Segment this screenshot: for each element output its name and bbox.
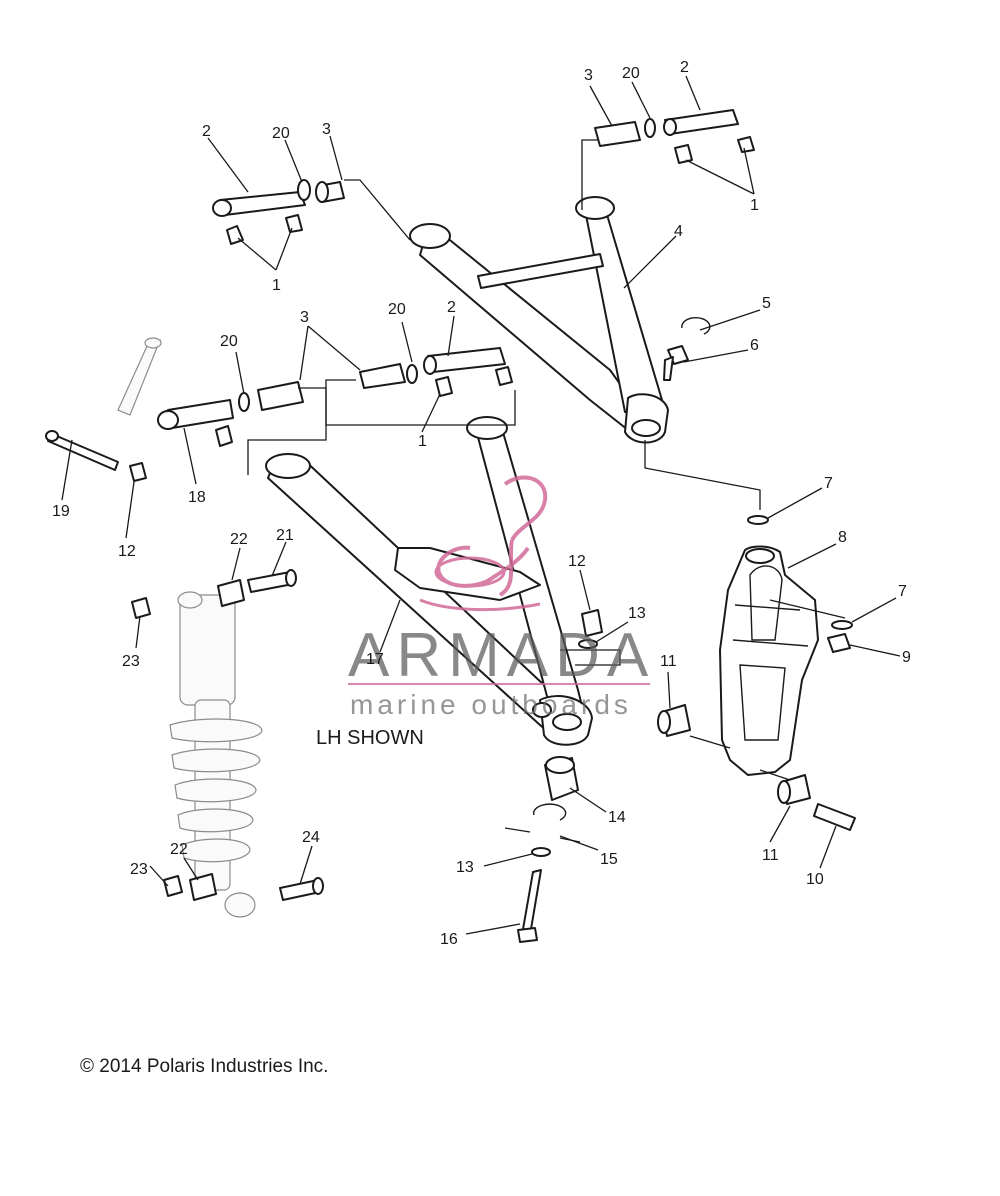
callout-19: 19 xyxy=(52,503,70,520)
callout-5: 5 xyxy=(762,295,771,312)
callout-23: 23 xyxy=(130,861,148,878)
callout-11: 11 xyxy=(762,847,779,864)
callout-22: 22 xyxy=(170,841,188,858)
callout-7: 7 xyxy=(824,475,833,492)
callout-24: 24 xyxy=(302,829,320,846)
callout-1: 1 xyxy=(418,433,427,450)
connector-lines xyxy=(247,139,846,843)
callout-2: 2 xyxy=(202,123,211,140)
watermark: ARMADA marine outboards xyxy=(348,475,655,720)
callout-2: 2 xyxy=(447,299,456,316)
view-caption: LH SHOWN xyxy=(316,727,424,749)
callout-13: 13 xyxy=(628,605,646,622)
callout-8: 8 xyxy=(838,529,847,546)
callout-10: 10 xyxy=(806,871,824,888)
callout-3: 3 xyxy=(300,309,309,326)
callout-13: 13 xyxy=(456,859,474,876)
upper-a-arm xyxy=(409,196,669,444)
watermark-emblem-icon xyxy=(419,475,548,612)
spindle-knuckle xyxy=(719,545,819,776)
callout-2: 2 xyxy=(680,59,689,76)
callout-17: 17 xyxy=(366,651,384,668)
callout-12: 12 xyxy=(568,553,586,570)
callout-labels: 1 1 1 2 2 2 3 3 3 4 5 6 7 7 8 9 10 11 11… xyxy=(52,59,911,948)
callout-4: 4 xyxy=(674,223,683,240)
watermark-tagline: marine outboards xyxy=(350,689,632,720)
callout-6: 6 xyxy=(750,337,759,354)
callout-9: 9 xyxy=(902,649,911,666)
callout-1: 1 xyxy=(750,197,759,214)
ghost-tie-rod xyxy=(117,337,162,416)
callout-22: 22 xyxy=(230,531,248,548)
callout-20: 20 xyxy=(272,125,290,142)
shock-absorber xyxy=(169,591,263,918)
callout-leaders xyxy=(61,75,901,935)
watermark-brand: ARMADA xyxy=(348,621,655,690)
callout-15: 15 xyxy=(600,851,618,868)
hardware xyxy=(45,109,856,943)
callout-7: 7 xyxy=(898,583,907,600)
callout-12: 12 xyxy=(118,543,136,560)
copyright-notice: © 2014 Polaris Industries Inc. xyxy=(80,1056,329,1077)
callout-3: 3 xyxy=(322,121,331,138)
callout-16: 16 xyxy=(440,931,458,948)
callout-20: 20 xyxy=(220,333,238,350)
callout-3: 3 xyxy=(584,67,593,84)
callout-20: 20 xyxy=(388,301,406,318)
callout-11: 11 xyxy=(660,653,677,670)
callout-14: 14 xyxy=(608,809,626,826)
callout-20: 20 xyxy=(622,65,640,82)
callout-23: 23 xyxy=(122,653,140,670)
callout-1: 1 xyxy=(272,277,281,294)
lower-a-arm xyxy=(265,416,593,746)
callout-21: 21 xyxy=(276,527,294,544)
callout-18: 18 xyxy=(188,489,206,506)
